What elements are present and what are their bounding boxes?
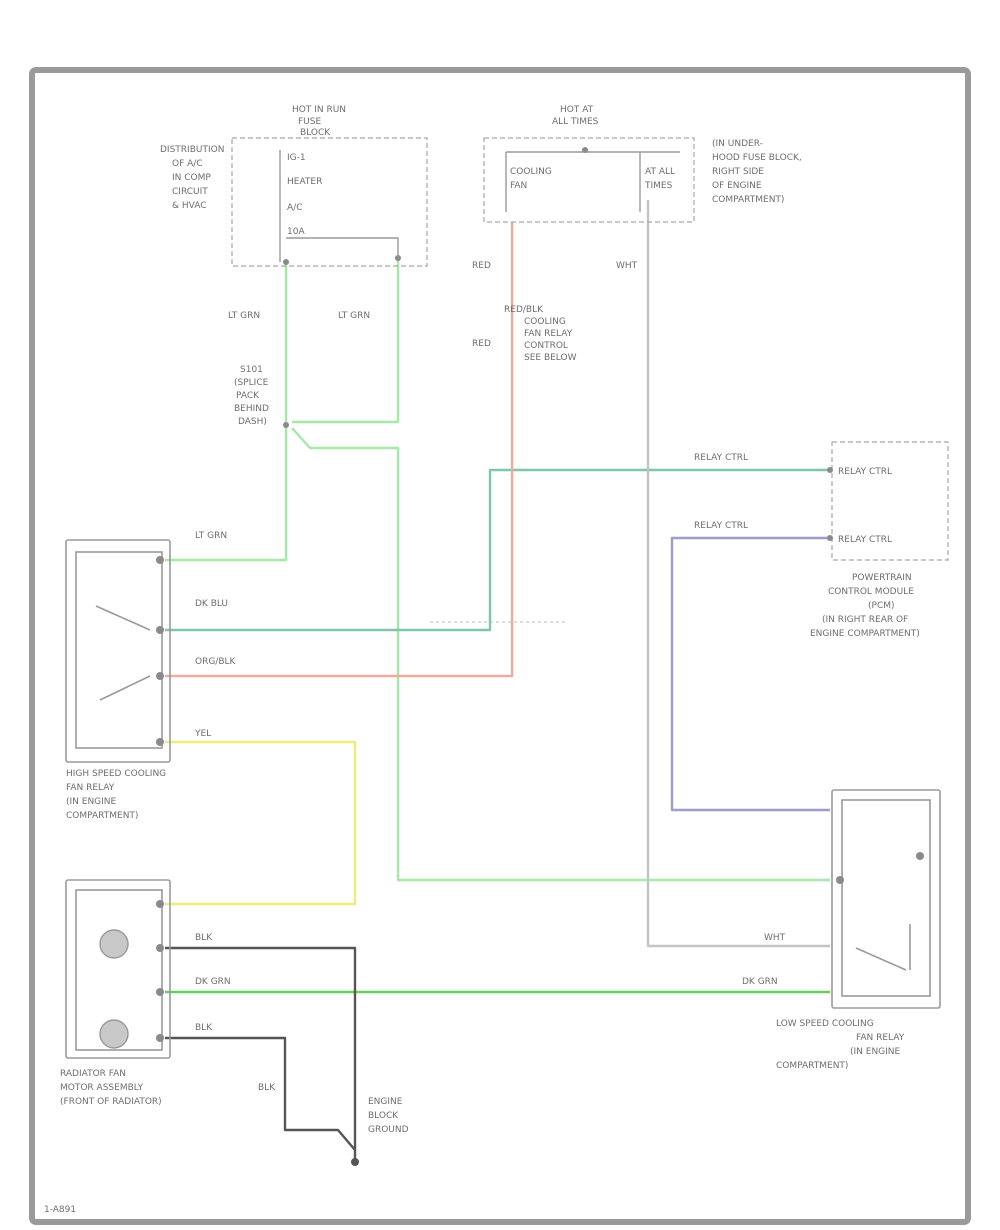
high-speed-relay: HIGH SPEED COOLING FAN RELAY (IN ENGINE … [65,539,171,821]
ls-relay-label-3: (IN ENGINE [850,1047,901,1057]
pcm-label-5: ENGINE COMPARTMENT) [810,629,920,639]
splice: S101 (SPLICE PACK BEHIND DASH) [234,365,289,428]
pcm-pin-1: RELAY CTRL [838,467,892,477]
fan-motor-assembly: RADIATOR FAN MOTOR ASSEMBLY (FRONT OF RA… [60,879,171,1107]
hot-pin-4: TIMES [644,181,673,191]
splice-label-4: BEHIND [234,404,269,414]
wl-yel: YEL [194,729,211,739]
hot-at-all-times-block: HOT AT ALL TIMES COOLING FAN AT ALL TIME… [483,105,802,223]
ls-relay-label-1: LOW SPEED COOLING [776,1019,874,1029]
wl-cool-note-3: CONTROL [524,341,568,351]
wl-red-note: RED/BLK [504,305,544,315]
fuse-note-2: OF A/C [172,159,203,169]
fan-label-1: RADIATOR FAN [60,1069,126,1079]
fuse-note-5: & HVAC [172,201,207,211]
hot-pin-2: FAN [510,181,527,191]
wire-labels: LT GRN LT GRN RED RED RED/BLK COOLING FA… [194,261,786,1093]
fuse-block-label-3: BLOCK [300,128,331,138]
wl-wht-2: WHT [764,933,786,943]
fan-motor-1-icon [99,929,129,959]
ground-label-2: BLOCK [368,1111,399,1121]
splice-label-1: S101 [240,365,263,375]
pcm-label-4: (IN RIGHT REAR OF [822,615,908,625]
pcm-pin-2: RELAY CTRL [838,535,892,545]
hot-fuse-block: HOT IN RUN FUSE BLOCK IG-1 HEATER A/C 10… [160,105,428,267]
fuse-pin-3: A/C [287,203,302,213]
hot-note-1: (IN UNDER- [712,139,763,149]
fuse-pin-2: HEATER [287,177,322,187]
wl-dk-grn-2: DK GRN [742,977,778,987]
wire-black-2 [165,1036,356,1151]
wl-blk-2: BLK [195,1023,213,1033]
fuse-note-1: DISTRIBUTION [160,145,224,155]
wire-gray [646,200,830,948]
pcm-label-2: CONTROL MODULE [828,587,914,597]
wl-red-2: RED [472,339,491,349]
pcm: RELAY CTRL RELAY CTRL POWERTRAIN CONTROL… [810,441,949,639]
wl-wht-1: WHT [616,261,638,271]
wl-blk-3: BLK [258,1083,276,1093]
ls-relay-label-4: COMPARTMENT) [776,1061,848,1071]
wires [165,200,830,1162]
wire-black-1 [165,946,357,1162]
hot-note-3: RIGHT SIDE [712,167,764,177]
engine-ground: ENGINE BLOCK GROUND [351,1097,409,1166]
wire-lt-green-left [165,262,288,562]
hot-pin-3: AT ALL [645,167,675,177]
wire-red [165,222,514,678]
hs-relay-label-1: HIGH SPEED COOLING [66,769,166,779]
fuse-pin-1: IG-1 [287,153,306,163]
fuse-block-label-1: HOT IN RUN [292,105,346,115]
ground-label-1: ENGINE [368,1097,403,1107]
fan-motor-2-icon [99,1019,129,1049]
hot-label-2: ALL TIMES [552,117,599,127]
fuse-note-3: IN COMP [172,173,211,183]
diagram-frame [29,67,971,1225]
hot-note-2: HOOD FUSE BLOCK, [712,153,802,163]
pcm-label-1: POWERTRAIN [852,573,912,583]
wl-lt-grn-2: LT GRN [338,311,370,321]
wl-cool-note-1: COOLING [524,317,566,327]
hs-relay-label-3: (IN ENGINE [66,797,117,807]
hot-note-4: OF ENGINE [712,181,762,191]
wl-cool-note-4: SEE BELOW [524,353,577,363]
splice-label-5: DASH) [238,417,267,427]
splice-label-2: (SPLICE [234,378,269,388]
hs-relay-label-4: COMPARTMENT) [66,811,138,821]
wl-relay-ctrl-2: RELAY CTRL [694,521,748,531]
hs-relay-label-2: FAN RELAY [66,783,115,793]
wl-blk-1: BLK [195,933,213,943]
splice-label-3: PACK [236,391,260,401]
pcm-label-3: (PCM) [868,601,895,611]
fuse-pin-4: 10A [287,227,305,237]
wire-purple [670,536,830,812]
wl-dk-grn-1: DK GRN [195,977,231,987]
wl-dk-blu: DK BLU [195,599,228,609]
hot-note-5: COMPARTMENT) [712,195,784,205]
figure-id: 1-A891 [44,1205,76,1215]
wl-org-blk: ORG/BLK [195,657,237,667]
ls-relay-label-2: FAN RELAY [856,1033,905,1043]
wire-lt-green-right [292,258,400,424]
hot-label-1: HOT AT [560,105,594,115]
low-speed-relay: LOW SPEED COOLING FAN RELAY (IN ENGINE C… [776,789,941,1071]
hot-pin-1: COOLING [510,167,552,177]
ground-label-3: GROUND [368,1125,409,1135]
wire-lt-green-long [291,427,830,882]
wl-relay-ctrl-1: RELAY CTRL [694,453,748,463]
wl-lt-grn-1: LT GRN [228,311,260,321]
fuse-note-4: CIRCUIT [172,187,208,197]
fan-label-2: MOTOR ASSEMBLY [60,1083,144,1093]
wl-cool-note-2: FAN RELAY [524,329,573,339]
wl-lt-grn-3: LT GRN [195,531,227,541]
fan-label-3: (FRONT OF RADIATOR) [60,1097,162,1107]
fuse-block-label-2: FUSE [298,117,321,127]
ground-icon [351,1158,359,1166]
wire-teal [165,468,830,632]
wl-red-1: RED [472,261,491,271]
wire-yellow [165,740,357,906]
